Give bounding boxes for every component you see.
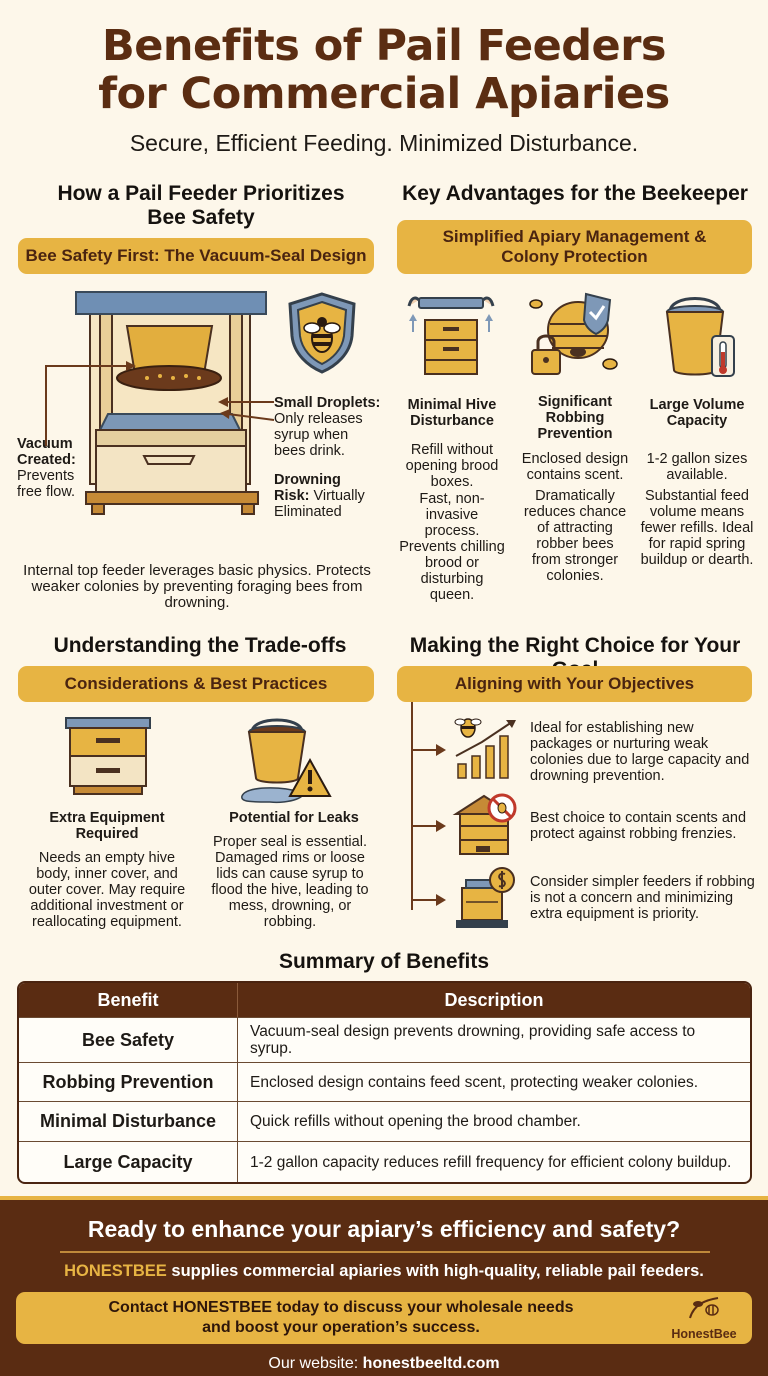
page-title: Benefits of Pail Feeders for Commercial … xyxy=(0,22,768,118)
bee-growth-chart-icon xyxy=(454,718,516,779)
choice-2-text: Best choice to contain scents and protec… xyxy=(530,810,747,842)
tradeoff-1-title: Extra Equipment Required xyxy=(49,810,165,842)
honestbee-logo: HonestBee xyxy=(666,1294,742,1341)
table-row: Large Capacity 1-2 gallon capacity reduc… xyxy=(19,1141,750,1182)
page-subtitle: Secure, Efficient Feeding. Minimized Dis… xyxy=(129,130,639,156)
footer-brand: HONESTBEE xyxy=(64,1262,167,1280)
column-header-benefit: Benefit xyxy=(19,983,238,1017)
advantage-1-text2: Fast, non-invasive process. Prevents chi… xyxy=(399,491,505,603)
advantage-2-text1: Enclosed design contains scent. xyxy=(521,451,629,483)
droplets-text: Only releases syrup when bees drink. xyxy=(274,411,363,459)
tradeoffs-heading: Understanding the Trade-offs xyxy=(53,634,347,657)
footer-line-text: supplies commercial apiaries with high-q… xyxy=(166,1262,704,1280)
footer-divider xyxy=(60,1251,710,1253)
bucket-gauge-icon xyxy=(665,297,735,377)
advantage-3-text1: 1-2 gallon sizes available. xyxy=(646,451,748,483)
bee-shield-icon xyxy=(288,292,356,374)
advantage-2-text2: Dramatically reduces chance of attractin… xyxy=(523,488,627,584)
table-header: Benefit Description xyxy=(19,983,750,1017)
advantages-heading: Key Advantages for the Beekeeper xyxy=(402,182,748,205)
description-cell: Vacuum-seal design prevents drowning, pr… xyxy=(250,1023,696,1057)
footer-line: HONESTBEE supplies commercial apiaries w… xyxy=(0,1262,768,1281)
contact-cta-text: Contact HONESTBEE today to discuss your … xyxy=(16,1298,666,1338)
description-cell: Enclosed design contains feed scent, pro… xyxy=(250,1073,699,1091)
choice-pill: Aligning with Your Objectives xyxy=(397,666,752,702)
safety-heading-line2: Bee Safety xyxy=(147,206,255,229)
advantages-pill-line1: Simplified Apiary Management & xyxy=(442,227,707,246)
description-cell: Quick refills without opening the brood … xyxy=(250,1113,581,1130)
safety-pill: Bee Safety First: The Vacuum-Seal Design xyxy=(18,238,374,274)
website-link[interactable]: honestbeeltd.com xyxy=(362,1355,500,1372)
safety-heading-line1: How a Pail Feeder Prioritizes xyxy=(57,182,345,205)
advantage-3-text2: Substantial feed volume means fewer refi… xyxy=(640,488,754,568)
hive-with-pail-icon xyxy=(75,291,267,515)
website-label: Our website: xyxy=(268,1355,363,1372)
benefit-cell: Bee Safety xyxy=(19,1018,238,1062)
footer: Ready to enhance your apiary’s efficienc… xyxy=(0,1196,768,1376)
drowning-callout: Drowning Risk: Virtually Eliminated xyxy=(274,472,374,520)
droplets-label: Small Droplets: xyxy=(274,395,381,411)
lock-skep-icon xyxy=(529,292,618,375)
footer-title: Ready to enhance your apiary’s efficienc… xyxy=(87,1216,681,1242)
tradeoff-1-text: Needs an empty hive body, inner cover, a… xyxy=(28,850,186,930)
drowning-text: Virtually Eliminated xyxy=(274,488,365,520)
hive-lift-icon xyxy=(407,296,495,375)
contact-cta-line2: and boost your operation’s success. xyxy=(202,1319,480,1336)
bee-logo-icon xyxy=(689,1297,719,1319)
table-row: Minimal Disturbance Quick refills withou… xyxy=(19,1101,750,1141)
benefit-cell: Robbing Prevention xyxy=(19,1063,238,1101)
choice-3-text: Consider simpler feeders if robbing is n… xyxy=(530,874,755,922)
advantage-1-title: Minimal Hive Disturbance xyxy=(407,397,497,429)
advantages-pill: Simplified Apiary Management & Colony Pr… xyxy=(397,220,752,274)
contact-cta-line1: Contact HONESTBEE today to discuss your … xyxy=(108,1299,574,1316)
leaking-bucket-warning-icon xyxy=(241,718,332,804)
summary-table: Benefit Description Bee Safety Vacuum-se… xyxy=(17,981,752,1184)
tradeoff-2-text: Proper seal is essential. Damaged rims o… xyxy=(211,834,369,930)
table-row: Robbing Prevention Enclosed design conta… xyxy=(19,1062,750,1101)
droplet-arrow-icon xyxy=(218,397,275,421)
drowning-label: Drowning Risk: xyxy=(274,472,341,504)
tradeoffs-pill: Considerations & Best Practices xyxy=(18,666,374,702)
page-title-line1: Benefits of Pail Feeders xyxy=(101,21,667,71)
tradeoff-2-title: Potential for Leaks xyxy=(229,810,359,826)
safety-description: Internal top feeder leverages basic phys… xyxy=(23,562,371,611)
choice-connector-icon xyxy=(411,702,446,910)
advantage-1-text1: Refill without opening brood boxes. xyxy=(405,442,499,490)
feeder-cost-icon xyxy=(456,867,515,928)
safety-heading: How a Pail Feeder Prioritizes Bee Safety xyxy=(20,182,382,230)
advantages-pill-line2: Colony Protection xyxy=(501,247,648,266)
column-header-description: Description xyxy=(444,989,544,1010)
summary-heading: Summary of Benefits xyxy=(278,950,490,973)
benefit-cell: Minimal Disturbance xyxy=(19,1102,238,1141)
stacked-hive-icon xyxy=(65,717,151,795)
droplets-callout: Small Droplets: Only releases syrup when… xyxy=(274,395,382,459)
page-title-line2: for Commercial Apiaries xyxy=(98,69,670,119)
description-cell: 1-2 gallon capacity reduces refill frequ… xyxy=(250,1153,732,1171)
footer-website: Our website: honestbeeltd.com xyxy=(0,1355,768,1373)
contact-cta-box[interactable]: Contact HONESTBEE today to discuss your … xyxy=(16,1292,752,1344)
advantage-2-title: Significant Robbing Prevention xyxy=(537,394,613,442)
vacuum-label: Vacuum Created: xyxy=(17,436,76,468)
benefit-cell: Large Capacity xyxy=(19,1142,238,1182)
logo-text: HonestBee xyxy=(671,1327,737,1341)
table-row: Bee Safety Vacuum-seal design prevents d… xyxy=(19,1017,750,1062)
vacuum-callout: Vacuum Created: Prevents free flow. xyxy=(17,436,79,500)
vacuum-arrow-icon xyxy=(45,361,136,446)
hive-no-robbing-icon xyxy=(452,793,517,855)
vacuum-text: Prevents free flow. xyxy=(17,468,76,500)
choice-1-text: Ideal for establishing new packages or n… xyxy=(530,720,750,784)
advantage-3-title: Large Volume Capacity xyxy=(649,397,745,429)
